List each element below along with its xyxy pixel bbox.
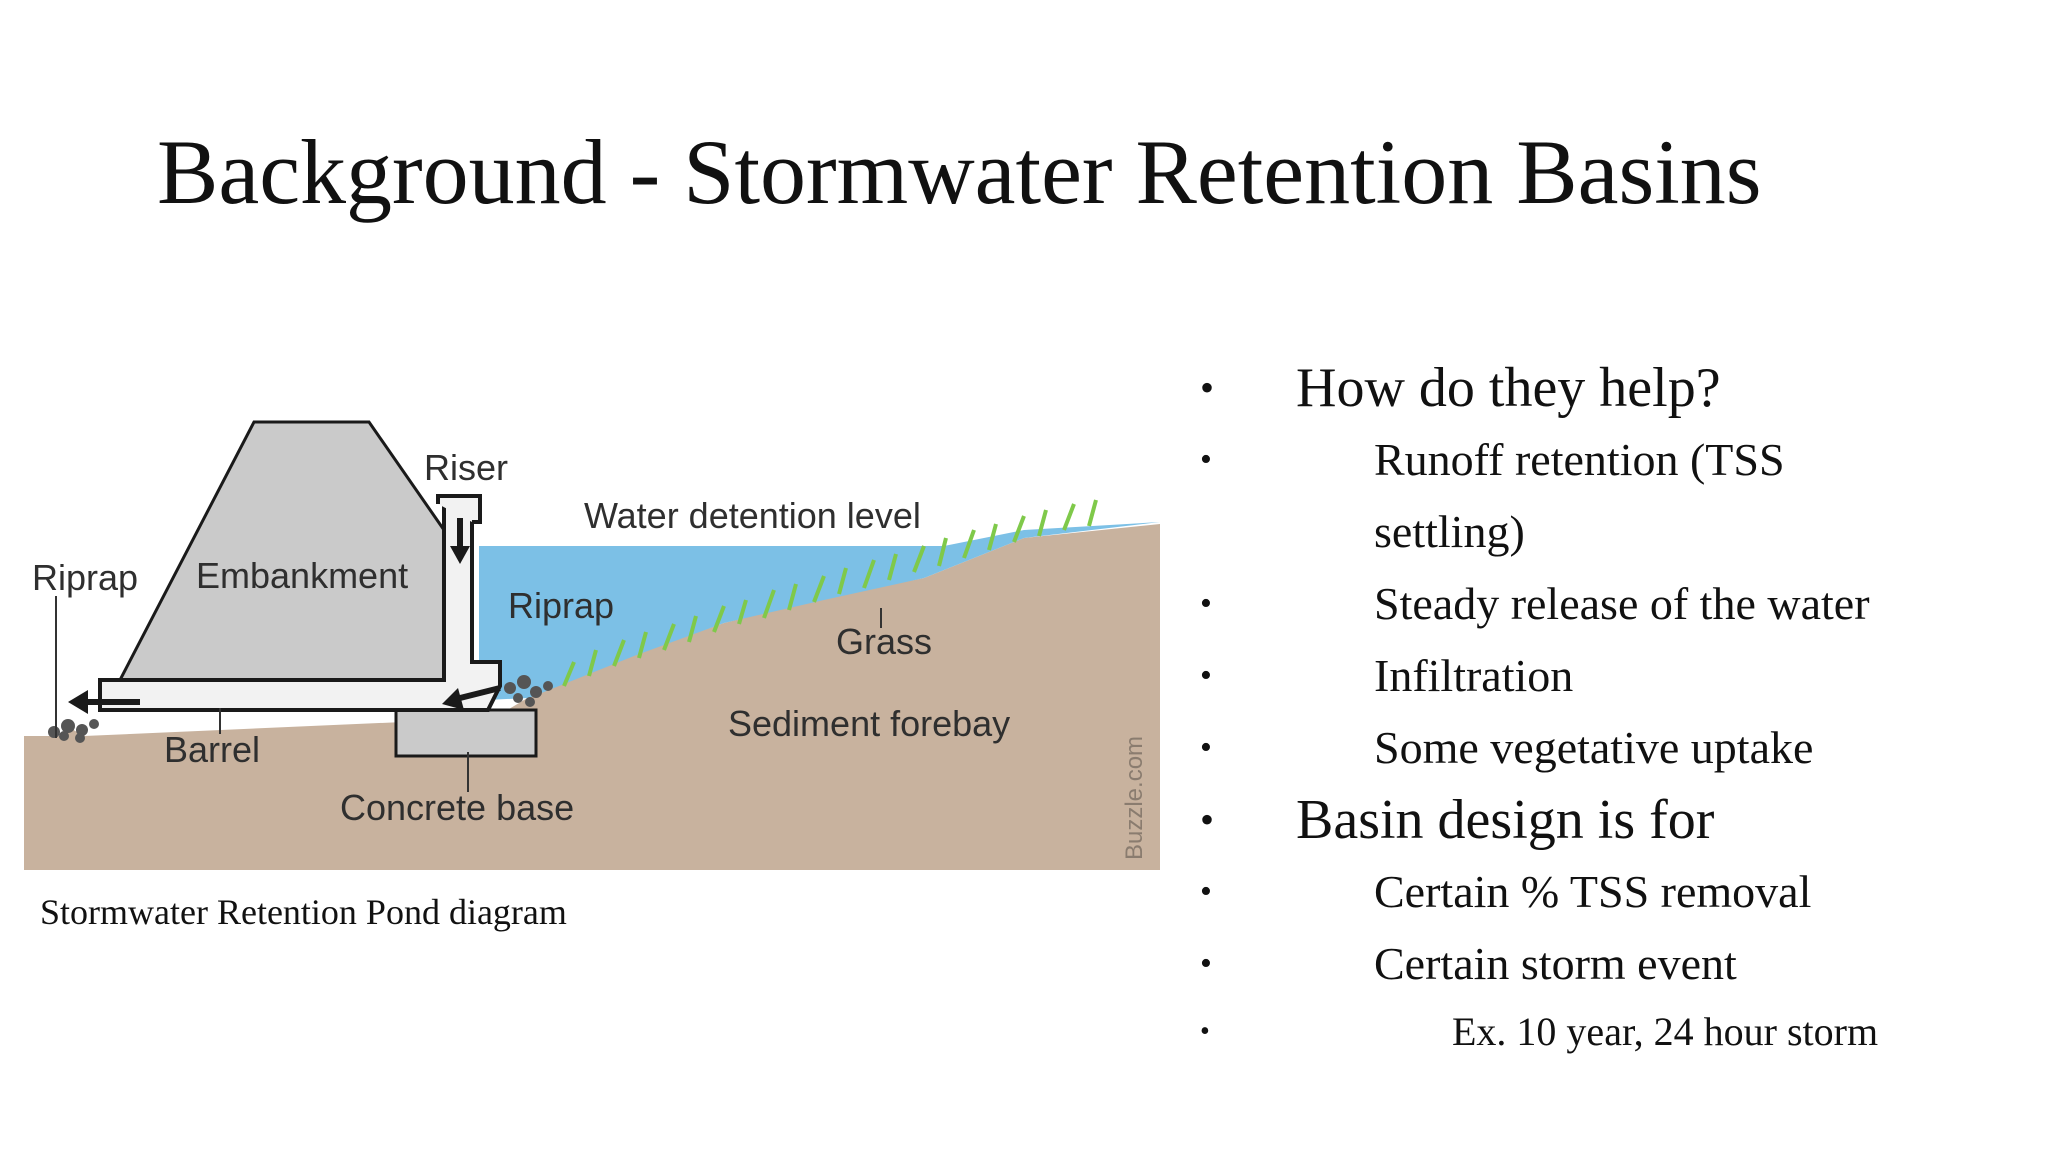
bullet-text: Certain storm event (1374, 938, 1737, 989)
label-grass: Grass (836, 621, 932, 662)
label-embankment: Embankment (196, 555, 408, 596)
label-riser: Riser (424, 447, 508, 488)
bullet-dot: • (1200, 797, 1215, 842)
leader-lines (55, 596, 882, 792)
bullet-runoff-retention-cont: settling) (1200, 496, 2000, 568)
bullet-dot: • (1200, 1016, 1210, 1047)
bullet-text: Infiltration (1374, 650, 1574, 701)
bullet-infiltration: • Infiltration (1200, 640, 2000, 712)
diagram-caption: Stormwater Retention Pond diagram (40, 892, 567, 932)
bullet-text: Certain % TSS removal (1374, 866, 1812, 917)
riprap-stones (48, 675, 553, 743)
embankment-shape (117, 420, 446, 682)
bullet-text: Steady release of the water (1374, 578, 1870, 629)
water-body (479, 522, 1160, 700)
bullet-dot: • (1200, 873, 1212, 910)
bullet-dot: • (1200, 441, 1212, 478)
bullet-basin-design: • Basin design is for (1200, 784, 2000, 856)
bullet-dot: • (1200, 365, 1215, 410)
bullet-vegetative-uptake: • Some vegetative uptake (1200, 712, 2000, 784)
bullet-text: Runoff retention (TSS (1374, 434, 1785, 485)
retention-pond-diagram: Riser Water detention level Riprap Emban… (24, 418, 1160, 870)
bullet-text: How do they help? (1296, 357, 1721, 419)
soil-ground (24, 524, 1160, 870)
bullet-dot: • (1200, 729, 1212, 766)
bullet-tss-removal: • Certain % TSS removal (1200, 856, 2000, 928)
label-water-detention-level: Water detention level (584, 495, 921, 536)
label-concrete-base: Concrete base (340, 787, 574, 828)
bullet-dot: • (1200, 945, 1212, 982)
bullet-storm-example: • Ex. 10 year, 24 hour storm (1200, 1000, 2000, 1064)
grass (562, 499, 1098, 687)
riser-top (436, 494, 482, 524)
bullet-list: • How do they help? • Runoff retention (… (1200, 352, 2000, 1064)
bullet-dot: • (1200, 657, 1212, 694)
bullet-text: settling) (1374, 506, 1525, 557)
bullet-dot: • (1200, 585, 1212, 622)
concrete-base-shape (394, 708, 538, 758)
slide-title: Background - Stormwater Retention Basins (157, 121, 1762, 223)
bullet-steady-release: • Steady release of the water (1200, 568, 2000, 640)
bullet-how-they-help: • How do they help? (1200, 352, 2000, 424)
bullet-text: Some vegetative uptake (1374, 722, 1814, 773)
label-barrel: Barrel (164, 729, 260, 770)
bullet-storm-event: • Certain storm event (1200, 928, 2000, 1000)
bullet-text: Basin design is for (1296, 789, 1715, 851)
label-riprap-left: Riprap (32, 557, 138, 598)
watermark-buzzle: Buzzle.com (1121, 736, 1148, 860)
label-sediment-forebay: Sediment forebay (728, 703, 1010, 744)
bullet-text: Ex. 10 year, 24 hour storm (1452, 1009, 1879, 1054)
label-riprap-right: Riprap (508, 585, 614, 626)
arrow-heads (68, 546, 470, 714)
bullet-runoff-retention: • Runoff retention (TSS (1200, 424, 2000, 496)
